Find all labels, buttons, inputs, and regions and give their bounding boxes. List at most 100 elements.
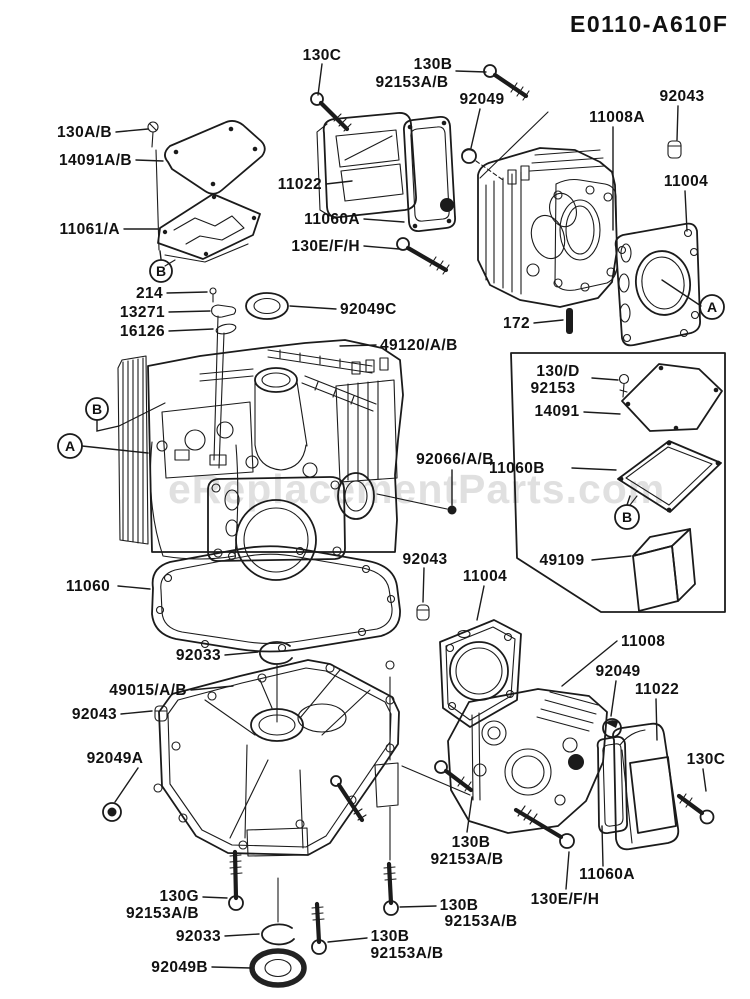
part-pin-92043-top [667,140,682,159]
part-bolt-130c-lower [676,793,715,825]
label-214: 214 [136,285,163,302]
label-11004-top: 11004 [664,173,708,190]
label-130g: 130G [159,888,199,905]
part-rocker-case-11022-lower [612,722,680,851]
part-bolt-130b-left [311,901,327,955]
part-screw-214 [209,287,217,303]
label-92153ab-p3: 92153A/B [371,945,444,962]
part-seal-92049b [249,948,307,988]
label-11060a-top: 11060A [304,211,360,228]
part-bolt-130c-top [310,92,352,132]
part-head-gasket-11004-top [614,222,701,347]
label-13271: 13271 [120,304,165,321]
label-92043-lowerleft: 92043 [72,706,117,723]
label-11008-lower: 11008 [621,633,665,650]
part-plug-92066-dot [376,493,457,515]
label-130d: 130/D [536,363,579,380]
part-stud-172 [566,308,573,334]
part-bolt-130g [228,849,244,911]
callout-a-left: A [57,433,149,459]
label-11022-top: 11022 [278,176,322,193]
callout-b-box: B [614,495,640,530]
label-130c-top: 130C [303,47,342,64]
part-rocker-case-11022-top [316,112,417,219]
part-valve-cover-14091ab [164,120,266,195]
svg-text:B: B [92,401,102,417]
label-92049a: 92049A [87,750,144,767]
label-92153ab-top: 92153A/B [376,74,449,91]
label-130b-top: 130B [414,56,453,73]
part-pin-92043-lowerleft [154,705,168,722]
part-seal-92049-top [461,148,504,181]
label-130ab: 130A/B [57,124,112,141]
part-crankcase-49120 [117,339,404,581]
part-valve-16126 [215,323,237,469]
part-breather-element-49109 [632,528,696,612]
part-seal-92049a [102,802,122,822]
svg-text:A: A [65,438,75,454]
label-130b-p1: 130B [452,834,491,851]
svg-text:B: B [622,509,632,525]
label-49015ab: 49015/A/B [109,682,187,699]
label-49120ab: 49120/A/B [380,337,458,354]
part-valve-cover-screw-130ab [147,121,160,251]
label-11022-lower: 11022 [635,681,679,698]
svg-text:B: B [156,263,166,279]
svg-text:A: A [707,299,717,315]
label-11060a-lower: 11060A [579,866,635,883]
label-92153ab-p1: 92153A/B [431,851,504,868]
label-92153ab-130g: 92153A/B [126,905,199,922]
label-92049b: 92049B [151,959,208,976]
label-49109: 49109 [539,552,584,569]
label-130b-p3: 130B [371,928,410,945]
label-92043-top: 92043 [659,88,704,105]
leader-lines [114,63,707,969]
label-11061a: 11061/A [59,221,120,238]
part-plate-13271 [211,304,237,461]
part-gasket-11060b-box [617,440,722,513]
part-head-gasket-11004-lower [439,619,522,728]
part-screw-130d [618,373,630,398]
label-92043-mid: 92043 [402,551,447,568]
part-oring-92049c [245,292,289,320]
label-11004-mid: 11004 [463,568,507,585]
callout-a-right: A [661,279,725,320]
part-pin-92043-mid [416,604,430,621]
part-bolt-130efh-top [396,237,450,275]
part-bolt-130efh-lower [513,805,575,849]
part-bolt-130b-center [383,861,399,916]
part-crankcase-gasket-11060 [151,545,401,653]
part-valve-cover-gasket-11061a [157,193,261,267]
part-bolt-small-lowerleft [330,775,367,823]
label-92066ab: 92066/A/B [416,451,494,468]
part-rocker-gasket-11060a-lower [596,735,629,835]
label-92049-lower: 92049 [595,663,640,680]
label-130efh-top: 130E/F/H [291,238,360,255]
label-11060b: 11060B [489,460,545,477]
diagram-code: E0110-A610F [570,11,728,37]
label-92049c: 92049C [340,301,397,318]
label-130efh-lower: 130E/F/H [531,891,600,908]
parts-box [510,352,726,613]
label-11060: 11060 [66,578,110,595]
callout-b-left: B [85,397,166,432]
part-crankcase-cover-49015 [153,659,471,861]
part-bolt-130b-top [479,64,549,179]
label-14091-box: 14091 [534,403,579,420]
part-cylinder-head-11008a [440,147,618,308]
label-92049-top: 92049 [459,91,504,108]
label-92153-box: 92153 [530,380,575,397]
part-cover-14091-box [621,363,723,432]
part-labels: 130C 130B 92153A/B 92049 11008 A 92043 11… [57,47,725,976]
part-cylinder-head-11008-lower [447,688,608,834]
part-snapring-92033-bottom [261,877,295,946]
label-92153ab-p2: 92153A/B [445,913,518,930]
label-130c-lower: 130C [687,751,726,768]
label-92033-bottom: 92033 [176,928,221,945]
watermark-text: eReplacementParts.com [168,466,665,512]
label-172: 172 [503,315,530,332]
callout-b-top-left: B [149,250,173,283]
part-snapring-92033-upper [259,641,293,723]
